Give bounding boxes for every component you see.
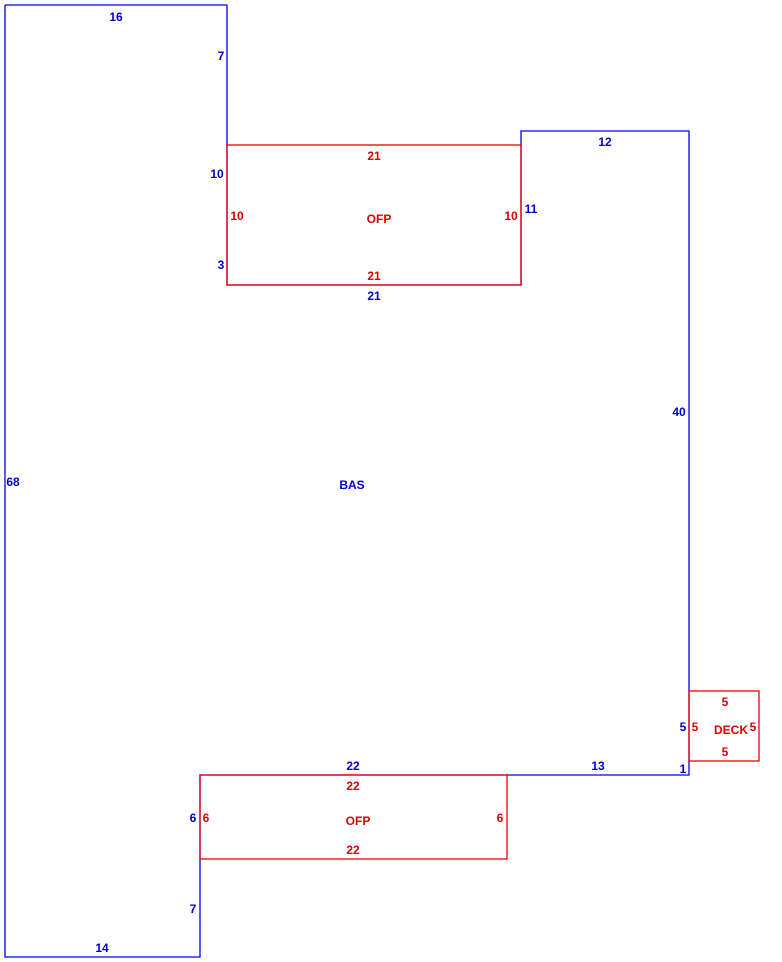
bas-outline [4, 4, 690, 958]
deck-label: DECK [714, 723, 748, 737]
ofp-bottom-label: OFP [346, 814, 371, 828]
bas-dim-left: 68 [6, 475, 20, 489]
bas-dim-left-inner-lower: 7 [190, 902, 197, 916]
ofp-bottom-dim-right: 6 [497, 811, 504, 825]
bas-dim-bottom-mid: 22 [346, 759, 360, 773]
ofp-top-dim-top: 21 [367, 149, 381, 163]
bas-dim-upper-notch-side: 7 [218, 49, 225, 63]
bas-dim-notch-bottom: 21 [367, 289, 381, 303]
deck-dim-right: 5 [750, 720, 757, 734]
ofp-top-outline [226, 144, 522, 286]
bas-dim-right-top: 12 [598, 135, 612, 149]
bas-dim-notch-side-b: 3 [218, 258, 225, 272]
deck-dim-top: 5 [722, 695, 729, 709]
ofp-top-label: OFP [367, 212, 392, 226]
bas-dim-right-corner: 1 [680, 762, 687, 776]
deck-outline [688, 690, 760, 762]
bas-dim-right-step: 11 [525, 202, 538, 216]
bas-label: BAS [339, 478, 364, 492]
ofp-bottom-dim-left: 6 [203, 811, 210, 825]
bas-dim-bottom-right: 13 [591, 759, 605, 773]
bas-dim-bottom-left: 14 [95, 941, 109, 955]
deck-dim-left: 5 [692, 720, 699, 734]
ofp-bottom-dim-bottom: 22 [346, 843, 360, 857]
ofp-top-dim-left: 10 [230, 209, 244, 223]
bas-dim-right-long: 40 [672, 405, 686, 419]
bas-dim-top: 16 [109, 10, 123, 24]
deck-dim-bottom: 5 [722, 745, 729, 759]
ofp-bottom-dim-top: 22 [346, 779, 360, 793]
bas-dim-left-inner-upper: 6 [190, 811, 197, 825]
bas-dim-notch-side-a: 10 [210, 167, 224, 181]
ofp-top-dim-bottom: 21 [367, 269, 381, 283]
ofp-bottom-outline [199, 774, 508, 860]
ofp-top-dim-right: 10 [504, 209, 518, 223]
bas-dim-right-lower: 5 [680, 720, 687, 734]
